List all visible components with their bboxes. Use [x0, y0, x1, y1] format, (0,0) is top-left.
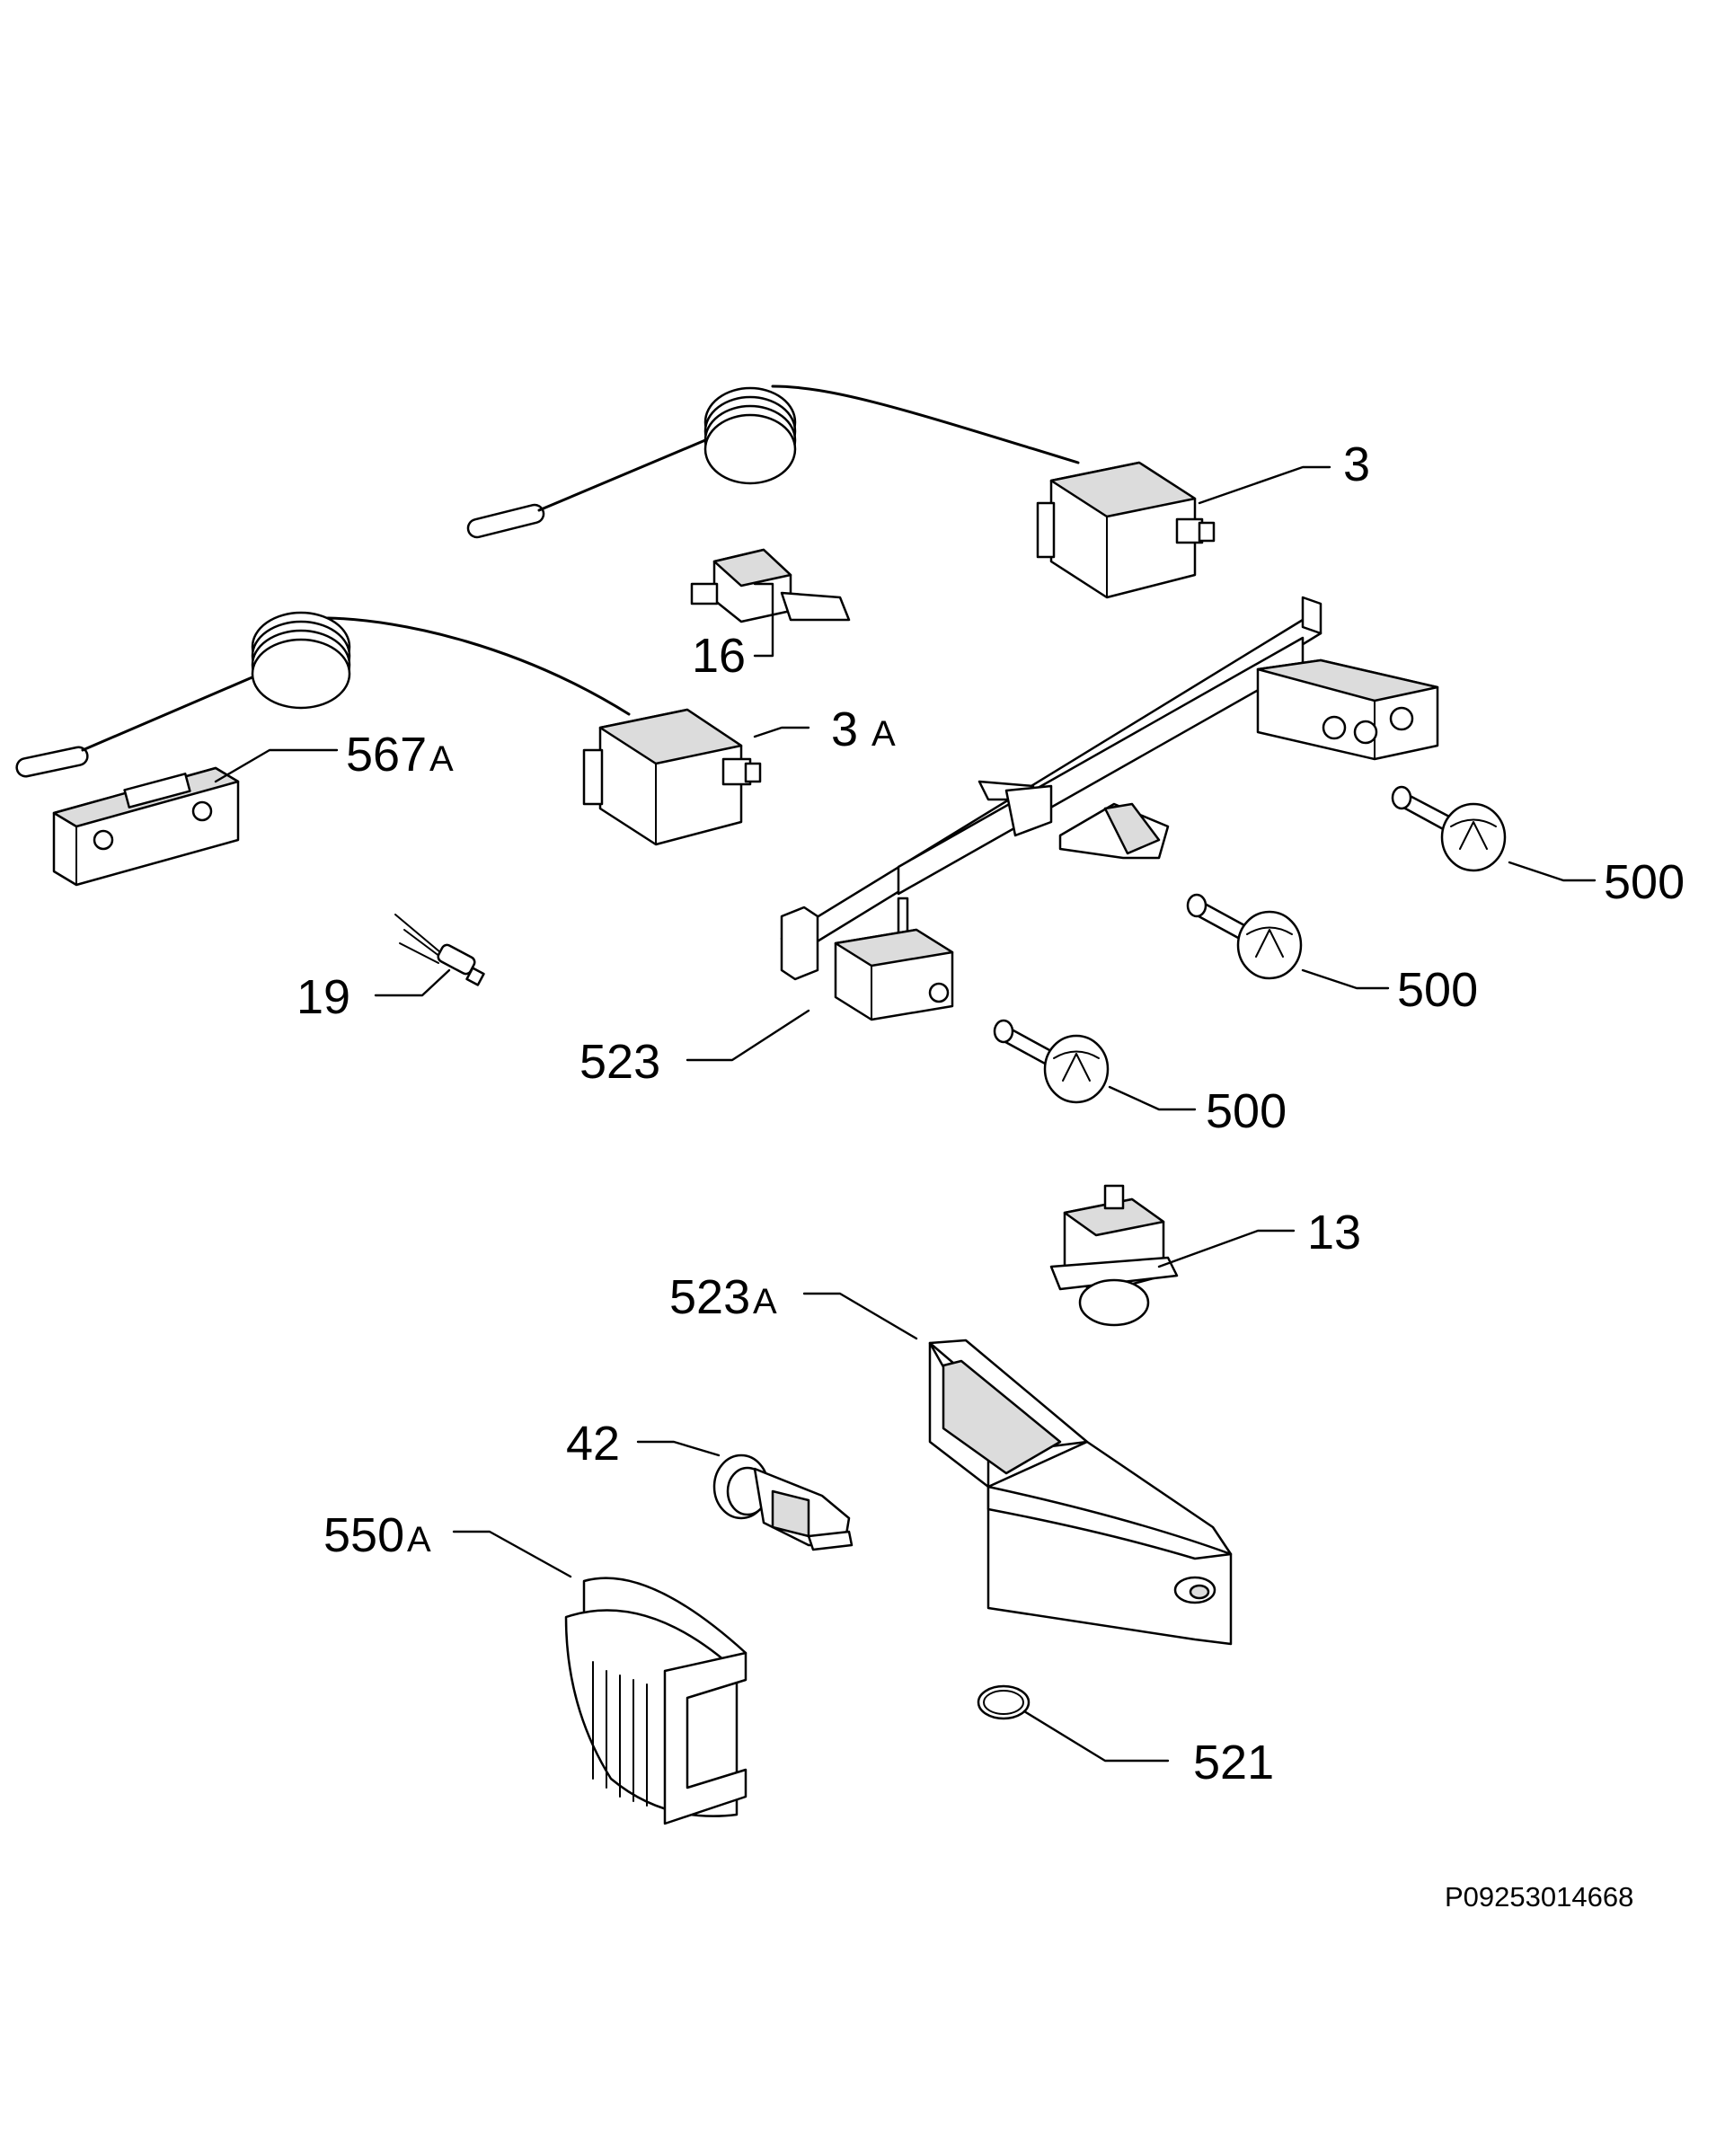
label-part-550a: 550A [323, 1508, 431, 1562]
knob-part-500-b [1186, 893, 1303, 980]
label-part-500-c: 500 [1206, 1084, 1287, 1138]
lamp-holder-part-42 [712, 1454, 854, 1551]
label-part-567a-suffix: A [429, 739, 454, 779]
label-part-523a-suffix: A [753, 1282, 777, 1321]
label-part-523a-number: 523 [669, 1270, 750, 1324]
knob-part-500-a [1391, 785, 1507, 872]
knob-part-500-c [993, 1019, 1110, 1104]
diagram-reference-code: P09253014668 [1445, 1881, 1633, 1913]
leader-lines [214, 465, 1597, 1763]
label-part-567a: 567A [346, 728, 454, 782]
label-part-3a-number: 3 [831, 702, 858, 756]
label-part-550a-suffix: A [407, 1520, 431, 1560]
label-part-13: 13 [1307, 1206, 1361, 1259]
lamp-cover-part-550a [564, 1577, 748, 1825]
thermostat-part-3 [466, 384, 1216, 599]
lamp-housing-part-523a [928, 1339, 1233, 1646]
label-part-567a-number: 567 [346, 728, 427, 782]
label-part-3a-suffix: A [871, 714, 896, 754]
lamp-switch-part-13 [1049, 1184, 1179, 1327]
label-part-500-b: 500 [1397, 963, 1478, 1017]
thermostat-part-3a [15, 611, 762, 846]
label-part-16: 16 [692, 629, 746, 683]
label-part-3: 3 [1343, 437, 1370, 491]
label-part-523: 523 [579, 1035, 660, 1089]
bracket-part-567a [52, 766, 240, 887]
sensor-part-19 [394, 914, 485, 986]
label-part-19: 19 [296, 970, 350, 1024]
ring-part-521 [977, 1684, 1031, 1720]
control-rail-part-523 [780, 596, 1439, 1021]
label-part-521: 521 [1193, 1736, 1274, 1789]
label-part-42: 42 [566, 1417, 620, 1471]
label-part-523a: 523A [669, 1270, 777, 1324]
switch-part-16 [690, 548, 851, 623]
label-part-550a-number: 550 [323, 1508, 404, 1562]
label-part-500-a: 500 [1604, 855, 1685, 909]
